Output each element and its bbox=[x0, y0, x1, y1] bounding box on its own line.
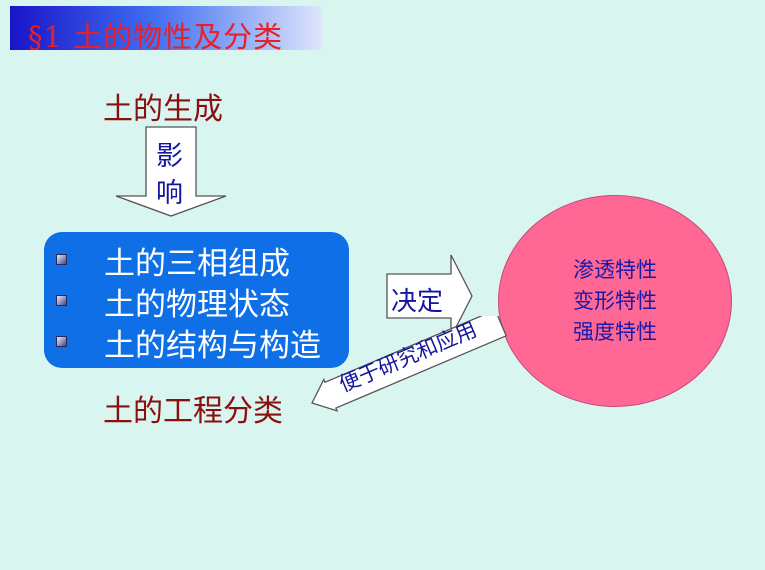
soil-components-box: 土的三相组成 土的物理状态 土的结构与构造 bbox=[44, 232, 349, 368]
determines-label: 决定 bbox=[391, 287, 444, 317]
influence-down-arrow bbox=[115, 126, 227, 217]
engineering-classification-label: 土的工程分类 bbox=[103, 394, 283, 429]
bullet-icon bbox=[56, 254, 67, 265]
property-deformation: 变形特性 bbox=[573, 289, 657, 313]
influence-char-1: 影 bbox=[156, 141, 183, 172]
influence-char-2: 响 bbox=[156, 178, 183, 209]
soil-formation-label: 土的生成 bbox=[103, 92, 223, 127]
property-permeability: 渗透特性 bbox=[573, 258, 657, 282]
list-item-three-phase: 土的三相组成 bbox=[104, 246, 290, 282]
list-item-physical-state: 土的物理状态 bbox=[104, 287, 290, 323]
soil-properties-circle: 渗透特性 变形特性 强度特性 bbox=[498, 195, 732, 407]
slide-title: §1 土的物性及分类 bbox=[28, 20, 284, 54]
bullet-icon bbox=[56, 295, 67, 306]
title-bar: §1 土的物性及分类 bbox=[10, 6, 322, 54]
application-diagonal-arrow bbox=[311, 316, 508, 412]
determines-right-arrow bbox=[386, 254, 473, 338]
bullet-icon bbox=[56, 336, 67, 347]
property-strength: 强度特性 bbox=[573, 320, 657, 344]
list-item-structure: 土的结构与构造 bbox=[104, 328, 321, 364]
